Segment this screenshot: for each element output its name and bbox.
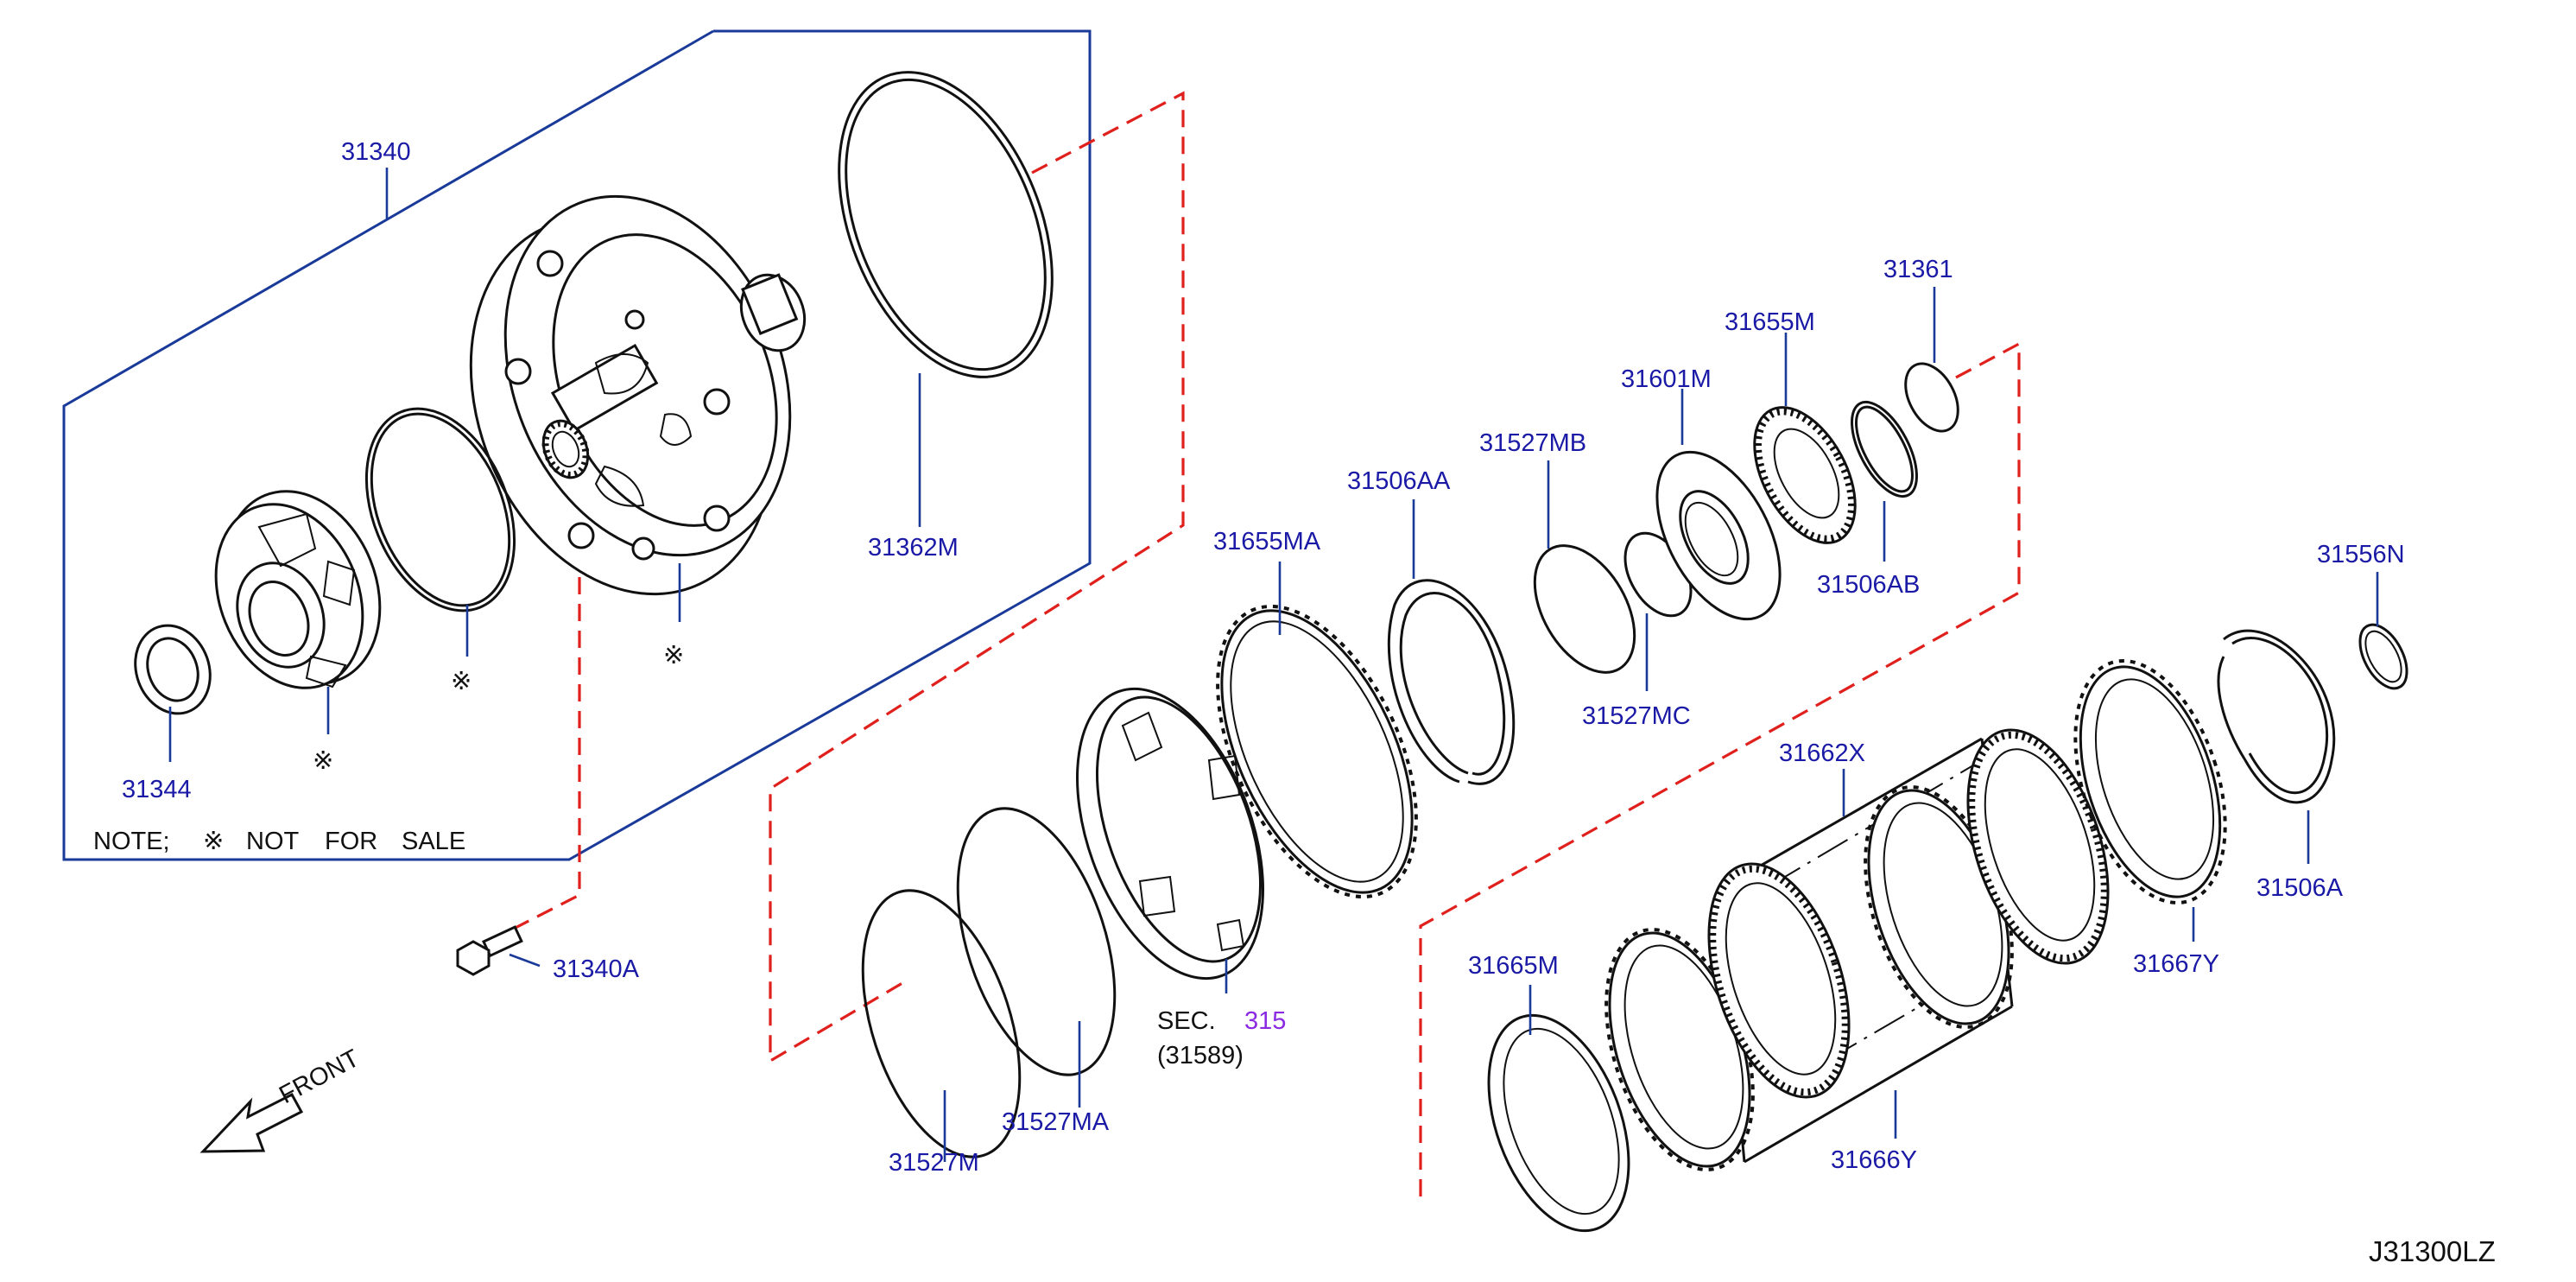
oil-pump-body bbox=[469, 194, 807, 596]
label-31556n: 31556N bbox=[2317, 541, 2405, 568]
label-31527ma: 31527MA bbox=[1002, 1108, 1110, 1136]
drum-sec315 bbox=[1076, 687, 1264, 981]
label-31665m: 31665M bbox=[1468, 952, 1559, 980]
label-31666y: 31666Y bbox=[1831, 1146, 1917, 1174]
bearing-31601m bbox=[1655, 450, 1782, 621]
label-31601m: 31601M bbox=[1621, 365, 1712, 393]
ring-31527mb bbox=[1533, 544, 1636, 674]
not-for-sale-mark: ※ bbox=[313, 747, 333, 775]
label-31506ab: 31506AB bbox=[1817, 571, 1920, 599]
o-ring-31362m bbox=[838, 71, 1054, 378]
diagram-code: J31300LZ bbox=[2369, 1235, 2496, 1267]
not-for-sale-marks: ※ ※ ※ bbox=[313, 642, 684, 775]
label-31340a: 31340A bbox=[553, 955, 640, 983]
sec-label: SEC. bbox=[1157, 1007, 1216, 1035]
washer-31361 bbox=[1904, 362, 1959, 433]
note: NOTE; ※ NOT FOR SALE bbox=[93, 828, 465, 855]
label-31667y: 31667Y bbox=[2133, 950, 2219, 978]
snap-ring-31506a bbox=[2217, 629, 2336, 804]
pump-cover bbox=[214, 490, 382, 689]
label-31527mc: 31527MC bbox=[1582, 702, 1691, 730]
bolt-31340a bbox=[456, 925, 523, 976]
part-labels: 31340 31362M 31344 31340A 31655MA 31506A… bbox=[122, 138, 2405, 1177]
clutch-plates bbox=[1604, 728, 2110, 1171]
assembly-frame bbox=[62, 29, 1092, 861]
o-ring-pump bbox=[364, 407, 516, 612]
sec-reference: SEC. 315 (31589) bbox=[1157, 1007, 1286, 1069]
sec-part: (31589) bbox=[1157, 1042, 1244, 1069]
label-31344: 31344 bbox=[122, 776, 192, 803]
front-label: FRONT bbox=[275, 1044, 364, 1109]
snap-ring-31506aa bbox=[1387, 579, 1516, 785]
snap-ring-31506ab bbox=[1851, 400, 1918, 498]
label-31361: 31361 bbox=[1883, 256, 1953, 283]
label-31362m: 31362M bbox=[868, 534, 959, 562]
hub-31655m bbox=[1753, 406, 1857, 544]
note-text-sale: SALE bbox=[402, 828, 465, 855]
note-mark: ※ bbox=[203, 828, 224, 855]
leader-lines bbox=[168, 168, 2379, 1162]
seal-31344 bbox=[134, 624, 212, 715]
not-for-sale-mark: ※ bbox=[451, 668, 472, 695]
hub-31655ma bbox=[1216, 604, 1418, 899]
note-text-not: NOT bbox=[246, 828, 300, 855]
alignment-lines bbox=[504, 91, 2021, 1196]
not-for-sale-mark: ※ bbox=[663, 642, 684, 670]
ring-31556n bbox=[2358, 623, 2408, 690]
note-prefix: NOTE; bbox=[93, 828, 170, 855]
label-31662x: 31662X bbox=[1779, 739, 1865, 767]
disc-31527m bbox=[861, 889, 1022, 1158]
label-31655m: 31655M bbox=[1725, 308, 1815, 336]
label-31340: 31340 bbox=[341, 138, 411, 166]
label-31506a: 31506A bbox=[2256, 874, 2344, 902]
label-31527mb: 31527MB bbox=[1479, 429, 1586, 457]
label-31506aa: 31506AA bbox=[1347, 467, 1451, 495]
sec-number: 315 bbox=[1244, 1007, 1286, 1035]
label-31527m: 31527M bbox=[889, 1149, 979, 1177]
front-arrow-icon bbox=[199, 1093, 304, 1153]
note-text-for: FOR bbox=[325, 828, 377, 855]
plate-31667y bbox=[2073, 659, 2227, 904]
plate-31665m bbox=[1487, 1013, 1630, 1233]
label-31655ma: 31655MA bbox=[1213, 528, 1321, 555]
